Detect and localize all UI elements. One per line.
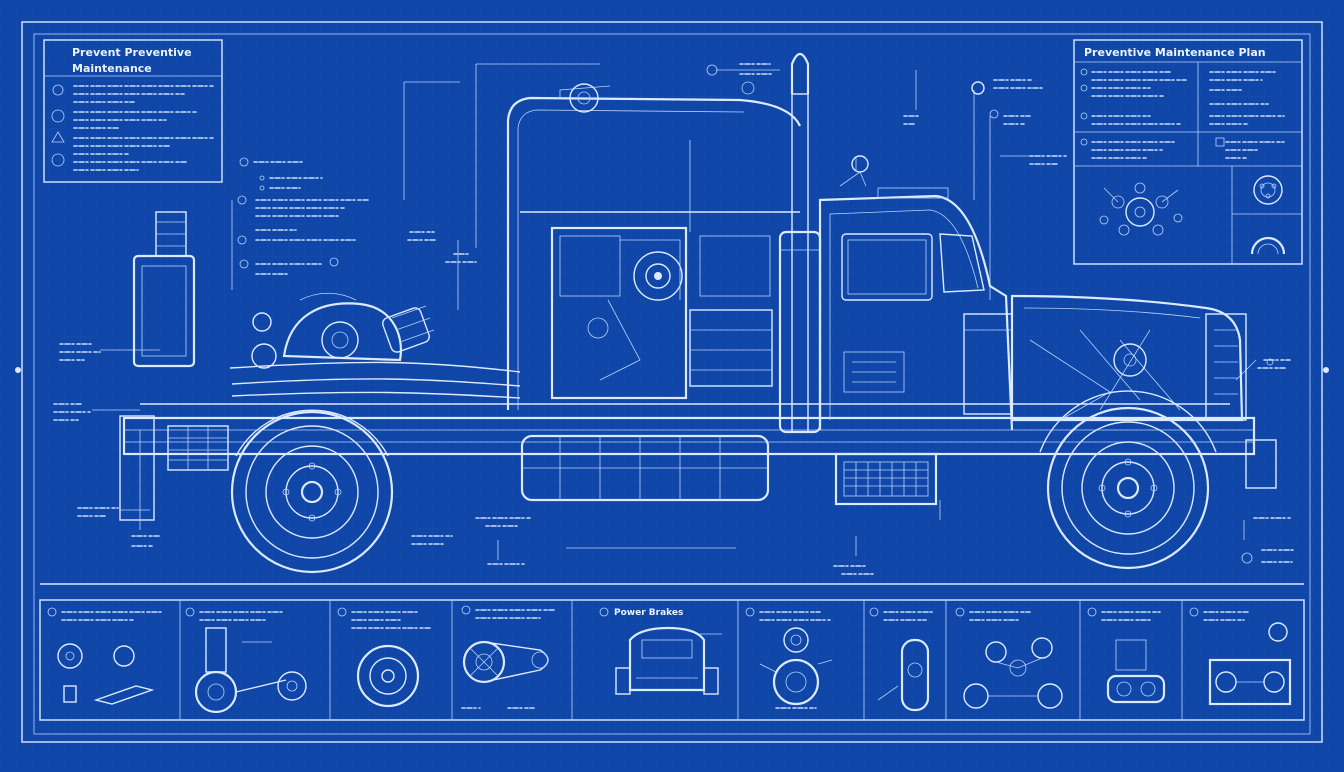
panel-2 bbox=[185, 607, 307, 714]
panel-9 bbox=[1087, 607, 1166, 704]
bearing-icon bbox=[1253, 175, 1283, 205]
truck-illustration bbox=[119, 52, 1277, 574]
panel-3 bbox=[337, 607, 431, 708]
chassis-frame bbox=[122, 361, 1256, 456]
engine-block bbox=[550, 226, 773, 400]
callout-list-upper bbox=[237, 157, 369, 275]
panel-5: Power Brakes bbox=[599, 607, 722, 695]
panel-7 bbox=[869, 607, 935, 712]
cab bbox=[818, 155, 1014, 431]
bottom-panel-row: Power Brakes bbox=[39, 599, 1305, 721]
sleeper-frame bbox=[506, 83, 802, 410]
panel-4 bbox=[461, 605, 557, 709]
radiator-unit bbox=[119, 211, 277, 530]
left-title-line1: Prevent Preventive bbox=[72, 46, 192, 59]
outer-frame bbox=[21, 21, 1323, 743]
right-plan-block: Preventive Maintenance Plan bbox=[1073, 39, 1303, 265]
inner-frame bbox=[33, 33, 1311, 735]
front-wheel bbox=[1039, 390, 1217, 570]
rear-wheel bbox=[230, 409, 394, 574]
battery-box bbox=[834, 452, 938, 506]
clamp-ring-icon bbox=[1250, 236, 1286, 255]
engine-components-left bbox=[282, 292, 435, 362]
hood bbox=[1010, 294, 1277, 489]
right-title: Preventive Maintenance Plan bbox=[1084, 46, 1266, 59]
panel-6 bbox=[745, 607, 833, 709]
left-title-block: Prevent Preventive Maintenance bbox=[43, 39, 223, 183]
panel-1 bbox=[47, 607, 163, 705]
panel-5-title: Power Brakes bbox=[614, 608, 683, 618]
scattered-labels bbox=[53, 63, 1297, 575]
left-title-line2: Maintenance bbox=[72, 62, 152, 75]
gear-cluster-icon bbox=[1099, 182, 1183, 236]
panel-10 bbox=[1189, 607, 1292, 706]
panel-8 bbox=[955, 607, 1063, 709]
leader-lines bbox=[92, 63, 1257, 560]
fuel-tank bbox=[520, 434, 770, 502]
